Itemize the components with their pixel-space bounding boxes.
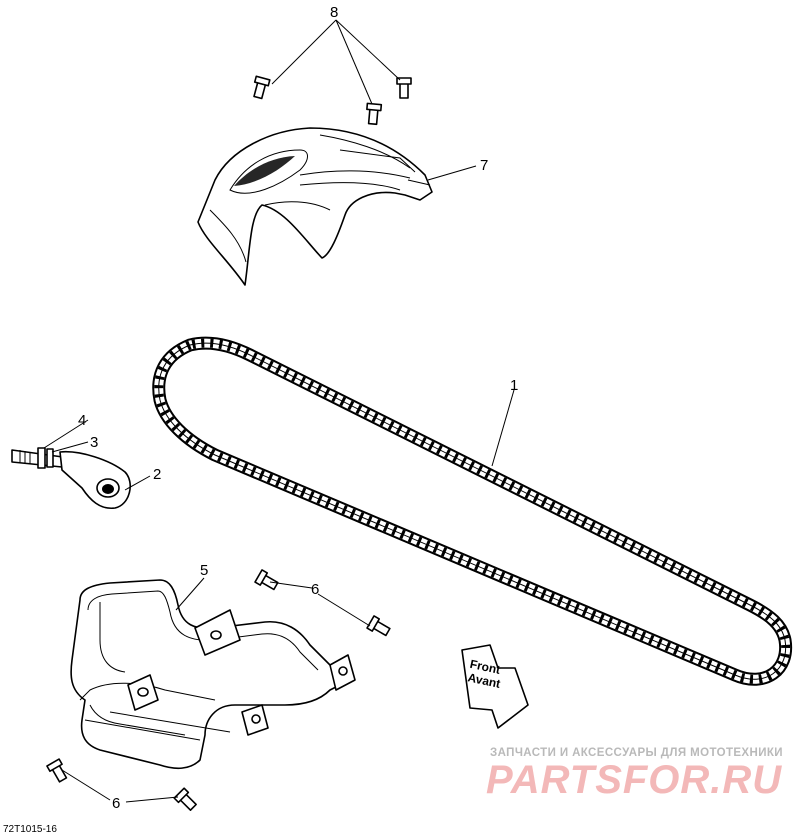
watermark-logo: PARTSFOR.RU bbox=[486, 758, 783, 802]
tensioner-icon bbox=[11, 447, 131, 510]
callout-2: 2 bbox=[153, 466, 161, 483]
callout-7: 7 bbox=[480, 157, 488, 174]
guard-icon bbox=[197, 127, 433, 286]
bolt-icon bbox=[366, 102, 383, 126]
callout-6-upper: 6 bbox=[311, 581, 319, 598]
drawing-code: 72T1015-16 bbox=[3, 824, 57, 835]
bolt-icon bbox=[46, 758, 68, 783]
bracket-icon bbox=[70, 579, 356, 770]
chain-icon bbox=[152, 336, 793, 686]
bolt-icon bbox=[254, 569, 279, 591]
bolt-icon bbox=[173, 787, 197, 811]
callout-6-lower: 6 bbox=[112, 795, 120, 812]
arrow-icon: Front Avant bbox=[461, 644, 529, 729]
callout-3: 3 bbox=[90, 434, 98, 451]
bolt-icon bbox=[396, 77, 412, 99]
callout-1: 1 bbox=[510, 377, 518, 394]
bolt-icon bbox=[253, 75, 271, 100]
watermark-tagline: ЗАПЧАСТИ И АКСЕССУАРЫ ДЛЯ МОТОТЕХНИКИ bbox=[490, 747, 783, 759]
front-label: Front bbox=[469, 657, 502, 677]
bolt-icon bbox=[366, 615, 391, 637]
callout-5: 5 bbox=[200, 562, 208, 579]
callout-8: 8 bbox=[330, 4, 338, 21]
callout-4: 4 bbox=[78, 412, 86, 429]
avant-label: Avant bbox=[467, 670, 502, 691]
leader-lines bbox=[43, 19, 515, 803]
